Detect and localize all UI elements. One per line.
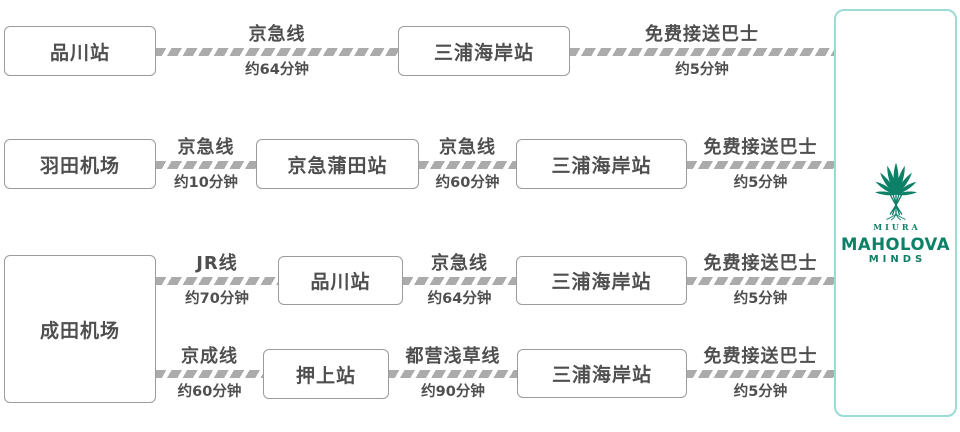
station-box-keikyu-kamata: 京急蒲田站 <box>256 139 419 189</box>
travel-time-label: 约60分钟 <box>177 384 242 400</box>
travel-time-label: 约5分钟 <box>733 175 788 191</box>
travel-time-label: 约5分钟 <box>733 384 788 400</box>
leg-keikyu-line: 京急线 约60分钟 <box>419 137 516 192</box>
station-label: 三浦海岸站 <box>433 41 534 64</box>
station-box-miurakaigan: 三浦海岸站 <box>398 26 570 76</box>
line-name-label: 京急线 <box>439 137 496 158</box>
dashed-line <box>156 370 263 378</box>
leg-free-shuttle-bus: 免费接送巴士 约5分钟 <box>687 346 834 401</box>
line-name-label: 免费接送巴士 <box>703 346 818 367</box>
dashed-line <box>687 277 834 285</box>
station-box-oshiage: 押上站 <box>263 349 389 399</box>
travel-time-label: 约10分钟 <box>174 175 238 191</box>
dashed-line <box>687 370 834 378</box>
leg-keikyu-line: 京急线 约64分钟 <box>403 253 516 308</box>
dashed-line <box>156 277 278 285</box>
station-label: 品川站 <box>49 41 110 64</box>
station-box-miurakaigan: 三浦海岸站 <box>516 256 687 305</box>
station-label: 三浦海岸站 <box>551 154 652 177</box>
station-box-miurakaigan: 三浦海岸站 <box>516 139 687 189</box>
leg-jr-line: JR线 约70分钟 <box>156 253 278 308</box>
brand-region-label: MIURA <box>873 222 921 232</box>
travel-time-label: 约70分钟 <box>185 291 249 307</box>
leg-free-shuttle-bus: 免费接送巴士 约5分钟 <box>687 253 834 308</box>
leg-keikyu-line: 京急线 约10分钟 <box>156 137 256 192</box>
line-name-label: 免费接送巴士 <box>703 137 818 158</box>
station-label: 京急蒲田站 <box>287 154 388 177</box>
travel-time-label: 约60分钟 <box>435 175 500 191</box>
station-label: 押上站 <box>295 364 356 387</box>
station-box-miurakaigan: 三浦海岸站 <box>517 349 687 398</box>
leg-free-shuttle-bus: 免费接送巴士 约5分钟 <box>687 137 834 192</box>
leg-free-shuttle-bus: 免费接送巴士 约5分钟 <box>570 24 834 79</box>
brand-sub-label: MINDS <box>868 254 927 265</box>
line-name-label: 京急线 <box>248 24 306 45</box>
line-name-label: 京急线 <box>431 253 488 274</box>
station-label: 三浦海岸站 <box>551 364 652 386</box>
dashed-line <box>156 161 256 169</box>
station-label: 成田机场 <box>39 319 120 342</box>
dashed-line <box>419 161 516 169</box>
travel-time-label: 约64分钟 <box>245 62 309 78</box>
line-name-label: 都营浅草线 <box>405 346 501 367</box>
line-name-label: 京成线 <box>181 346 238 367</box>
dashed-line <box>156 48 398 56</box>
line-name-label: 京急线 <box>177 137 235 158</box>
station-label: 三浦海岸站 <box>551 271 652 293</box>
line-name-label: 免费接送巴士 <box>645 24 759 45</box>
station-box-haneda-airport: 羽田机场 <box>4 139 156 189</box>
station-box-shinagawa: 品川站 <box>4 26 156 76</box>
travel-time-label: 约5分钟 <box>733 291 788 307</box>
destination-card: MIURA MAHOLOVA MINDS <box>834 9 957 417</box>
station-label: 品川站 <box>310 271 371 293</box>
palm-tree-logo-icon <box>874 162 917 221</box>
dashed-line <box>389 370 517 378</box>
travel-time-label: 约64分钟 <box>427 291 492 307</box>
leg-keisei-line: 京成线 约60分钟 <box>156 346 263 401</box>
leg-keikyu-line: 京急线 约64分钟 <box>156 24 398 79</box>
dashed-line <box>403 277 516 285</box>
dashed-line <box>570 48 834 56</box>
leg-toei-asakusa-line: 都营浅草线 约90分钟 <box>389 346 517 401</box>
travel-time-label: 约5分钟 <box>675 62 729 78</box>
station-label: 羽田机场 <box>39 154 120 177</box>
dashed-line <box>687 161 834 169</box>
travel-time-label: 约90分钟 <box>421 384 485 400</box>
brand-name-label: MAHOLOVA <box>841 235 950 254</box>
line-name-label: JR线 <box>196 253 238 274</box>
station-box-shinagawa: 品川站 <box>278 256 403 305</box>
station-box-narita-airport: 成田机场 <box>4 255 156 403</box>
line-name-label: 免费接送巴士 <box>703 253 818 274</box>
